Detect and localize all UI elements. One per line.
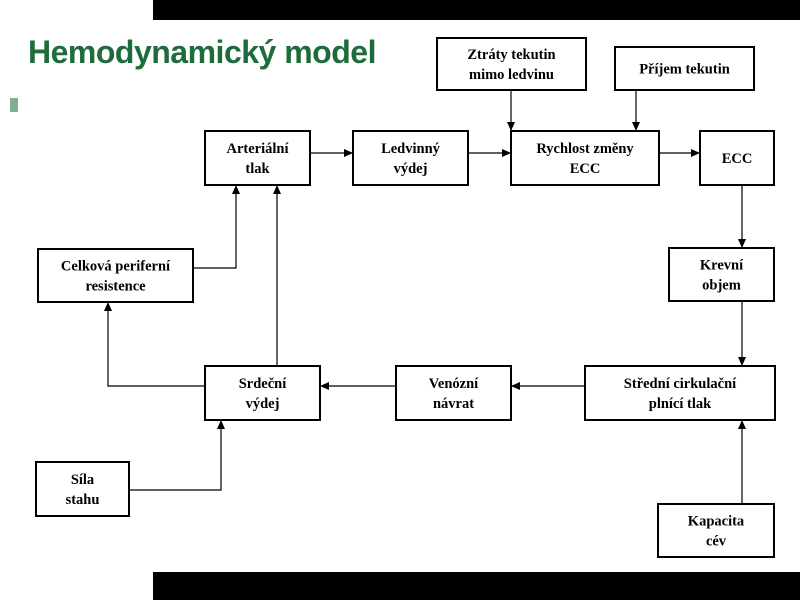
node-box — [352, 130, 469, 186]
node-box — [584, 365, 776, 421]
node-label: Kapacita — [688, 514, 745, 530]
node-label: Krevní — [700, 258, 744, 274]
node-arterialni-tlak: Arteriální tlak — [204, 130, 311, 186]
node-label: ECC — [722, 151, 753, 167]
node-sila-stahu: Síla stahu — [35, 461, 130, 517]
node-label: resistence — [85, 279, 146, 295]
node-kapacita-cev: Kapacita cév — [657, 503, 775, 558]
node-ztraty: Ztráty tekutin mimo ledvinu — [436, 37, 587, 91]
node-label: plnící tlak — [649, 396, 712, 412]
node-box — [510, 130, 660, 186]
node-label: ECC — [570, 161, 601, 177]
node-box — [614, 46, 755, 91]
node-label: Srdeční — [239, 376, 288, 392]
node-label: Příjem tekutin — [639, 62, 730, 78]
node-box — [436, 37, 587, 91]
node-label: tlak — [245, 161, 270, 177]
node-label: objem — [702, 278, 741, 294]
node-label: Síla — [71, 472, 95, 488]
bullet-marker — [10, 98, 18, 112]
node-label: Arteriální — [226, 141, 289, 157]
node-box — [657, 503, 775, 558]
node-label: mimo ledvinu — [469, 67, 554, 83]
node-label: Střední cirkulační — [624, 376, 737, 392]
edge-celkova-periferni-resistence-to-arterialni-tlak — [193, 185, 240, 269]
node-label: Ztráty tekutin — [467, 47, 555, 63]
node-stredni-cirkulacni-plnici-tlak: Střední cirkulační plnící tlak — [584, 365, 776, 421]
node-box — [37, 248, 194, 303]
node-box — [35, 461, 130, 517]
node-box — [204, 365, 321, 421]
node-ecc: ECC — [699, 130, 775, 186]
edge-sila-stahu-to-srdecni-vydej — [129, 420, 225, 491]
node-prijem: Příjem tekutin — [614, 46, 755, 91]
node-box — [204, 130, 311, 186]
edges-layer — [104, 90, 746, 504]
edge-srdecni-vydej-to-celkova-periferni-resistence — [104, 302, 205, 387]
node-krevni-objem: Krevní objem — [668, 247, 775, 302]
node-label: výdej — [394, 161, 428, 177]
node-box — [668, 247, 775, 302]
node-label: Venózní — [429, 376, 479, 392]
slide-title: Hemodynamický model — [28, 34, 376, 70]
node-label: Rychlost změny — [536, 141, 634, 157]
node-celkova-periferni-resistence: Celková periferní resistence — [37, 248, 194, 303]
node-label: výdej — [246, 396, 280, 412]
nodes-layer: Ztráty tekutin mimo ledvinu Příjem tekutin… — [35, 37, 776, 558]
node-box — [699, 130, 775, 186]
bottom-black-band — [153, 572, 800, 600]
top-black-band — [153, 0, 800, 20]
node-label: cév — [706, 534, 727, 550]
node-label: návrat — [433, 396, 474, 412]
node-venozni-navrat: Venózní návrat — [395, 365, 512, 421]
node-label: Celková periferní — [61, 259, 171, 275]
node-box — [395, 365, 512, 421]
node-srdecni-vydej: Srdeční výdej — [204, 365, 321, 421]
node-label: Ledvinný — [381, 141, 441, 157]
node-label: stahu — [66, 492, 100, 508]
node-ledvinny-vydej: Ledvinný výdej — [352, 130, 469, 186]
